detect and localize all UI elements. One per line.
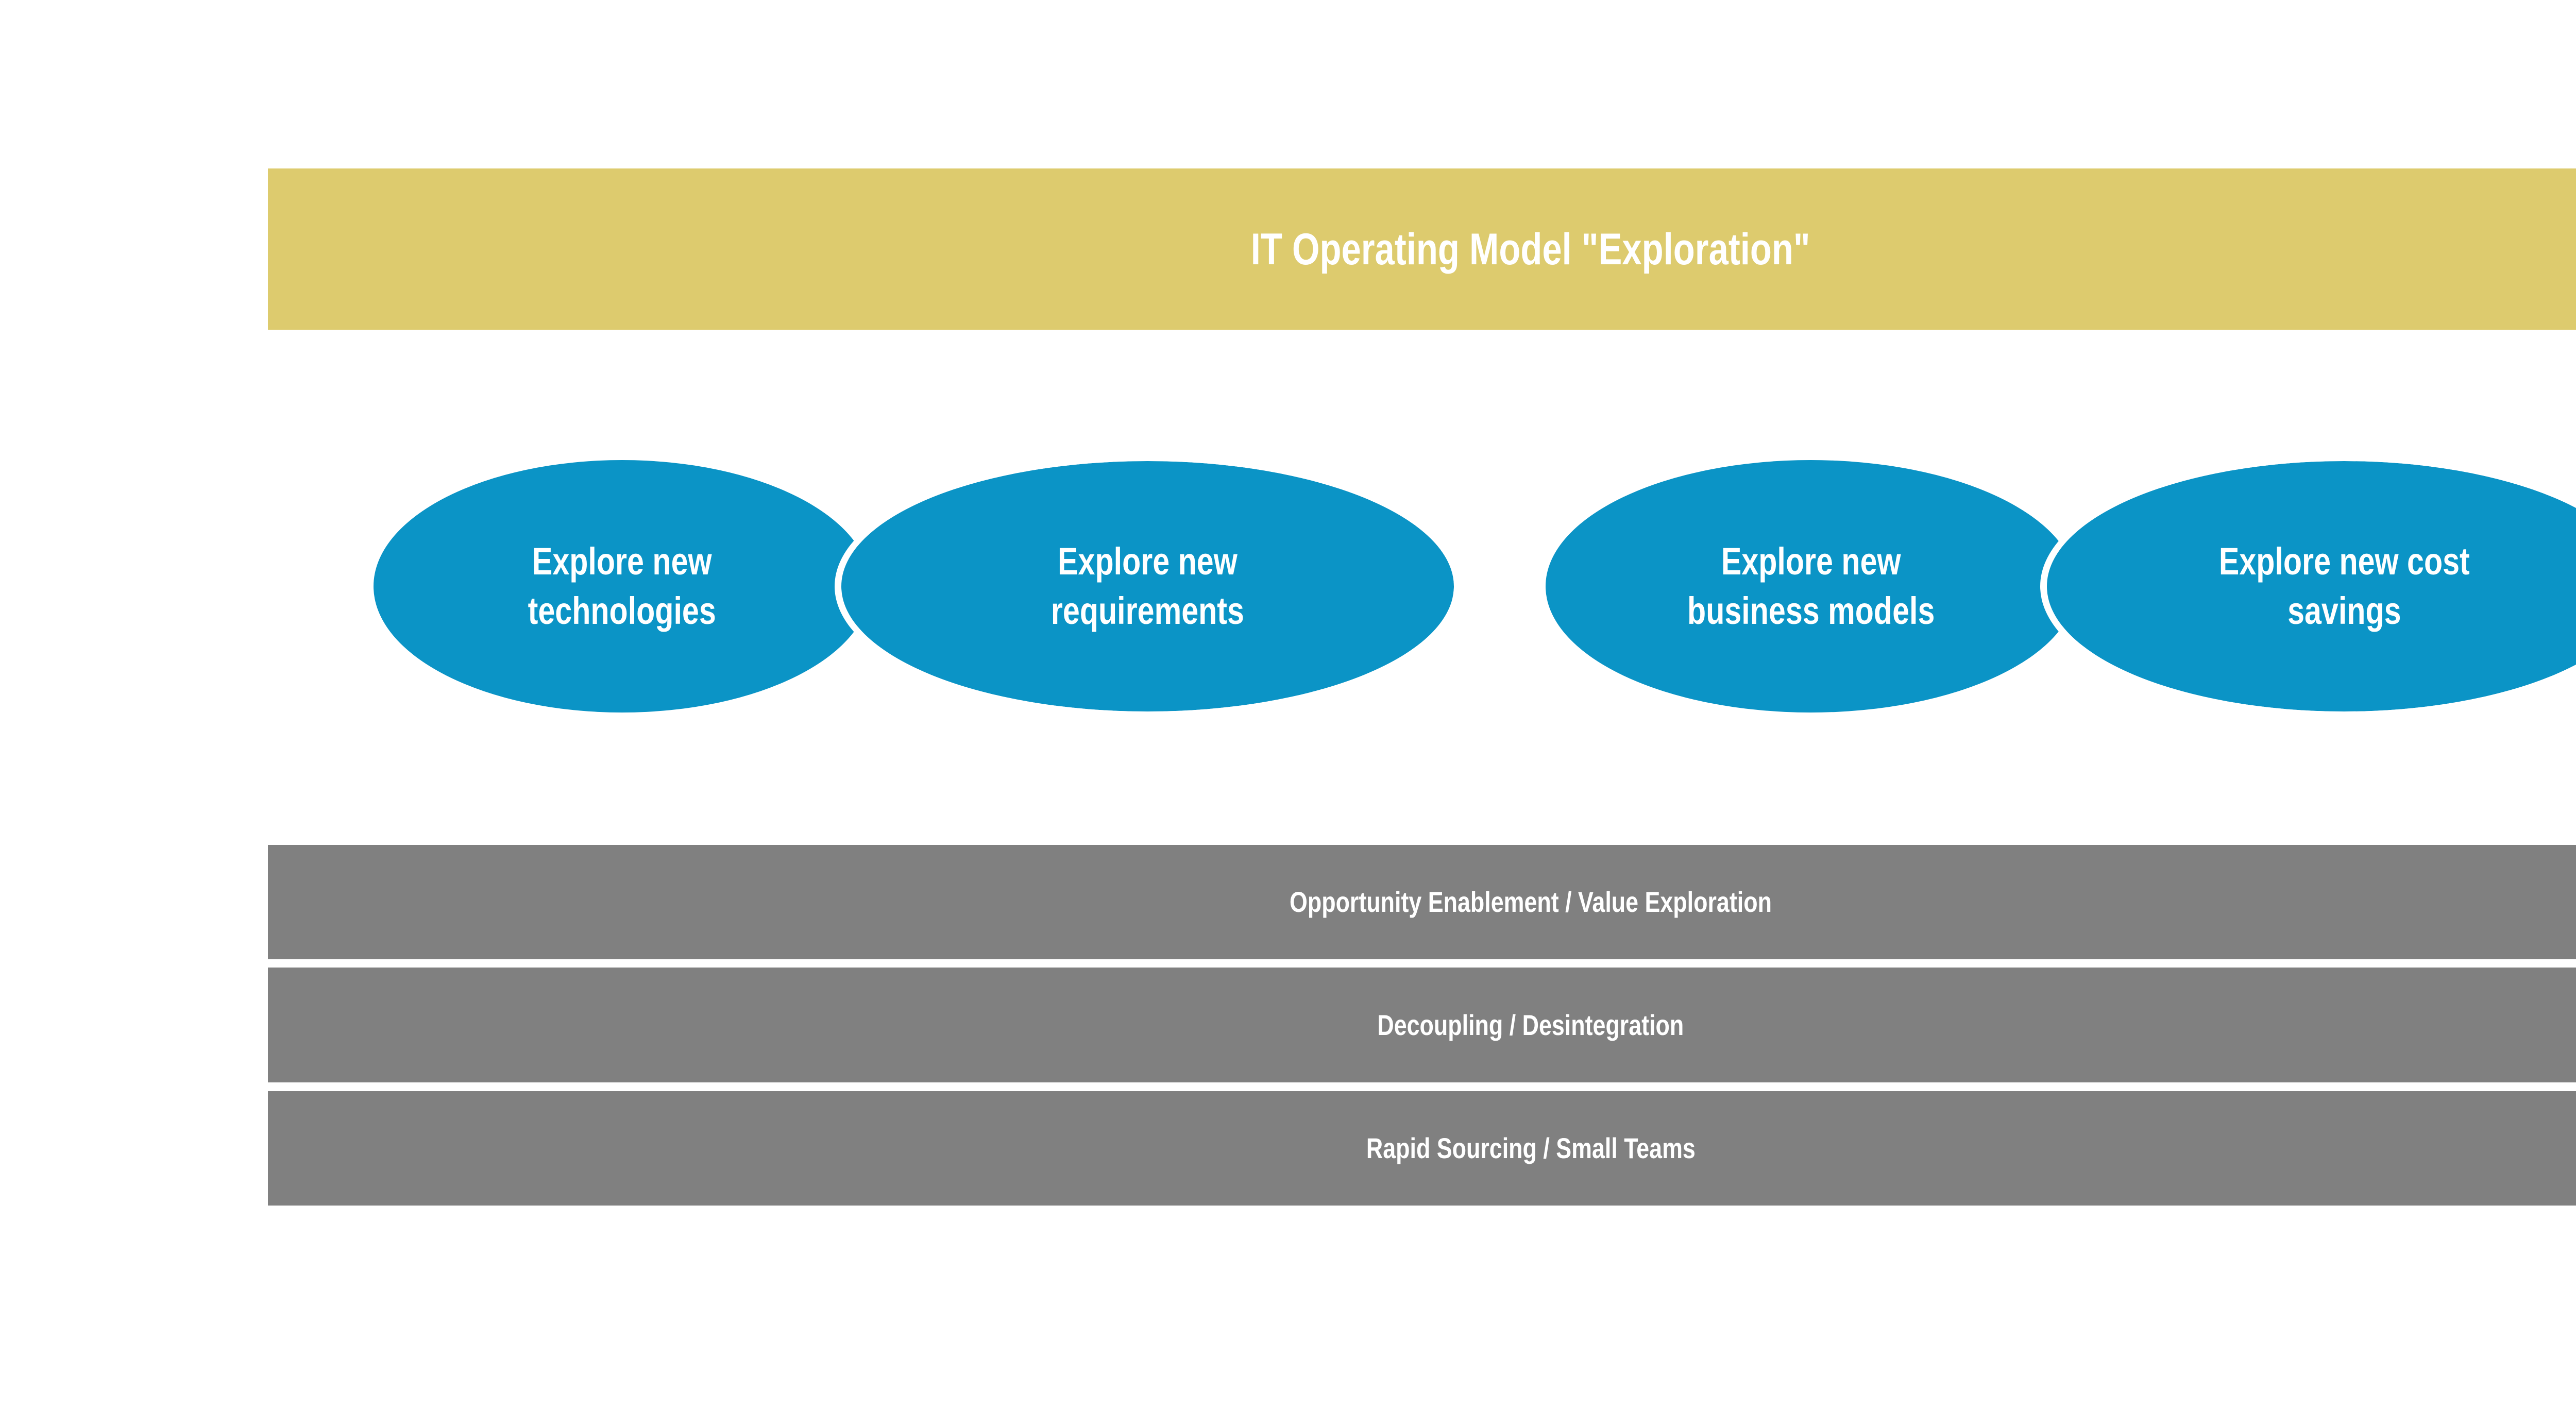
bar-decoupling-desintegration[interactable]: Decoupling / Desintegration: [268, 968, 2576, 1082]
bar-label-2: Decoupling / Desintegration: [1377, 1008, 1684, 1041]
bar-rapid-sourcing-small-teams[interactable]: Rapid Sourcing / Small Teams: [268, 1091, 2576, 1206]
bar-opportunity-enablement[interactable]: Opportunity Enablement / Value Explorati…: [268, 845, 2576, 959]
ellipse-label-4: Explore new cost savings: [2218, 539, 2470, 632]
ellipse-explore-new-requirements[interactable]: Explore new requirements: [835, 454, 1461, 718]
header-band: IT Operating Model "Exploration": [268, 168, 2576, 330]
ellipse-label-3: Explore new business models: [1687, 539, 1935, 632]
ellipse-explore-new-technologies[interactable]: Explore new technologies: [374, 460, 871, 713]
ellipse-label-2: Explore new requirements: [1050, 539, 1245, 632]
bar-label-1: Opportunity Enablement / Value Explorati…: [1290, 886, 1772, 918]
ellipse-label-1: Explore new technologies: [528, 539, 717, 632]
ellipse-explore-new-business-models[interactable]: Explore new business models: [1546, 460, 2076, 713]
header-band-title: IT Operating Model "Exploration": [1251, 224, 1810, 274]
bar-label-3: Rapid Sourcing / Small Teams: [1366, 1132, 1696, 1164]
ellipse-explore-new-cost-savings[interactable]: Explore new cost savings: [2040, 454, 2576, 718]
